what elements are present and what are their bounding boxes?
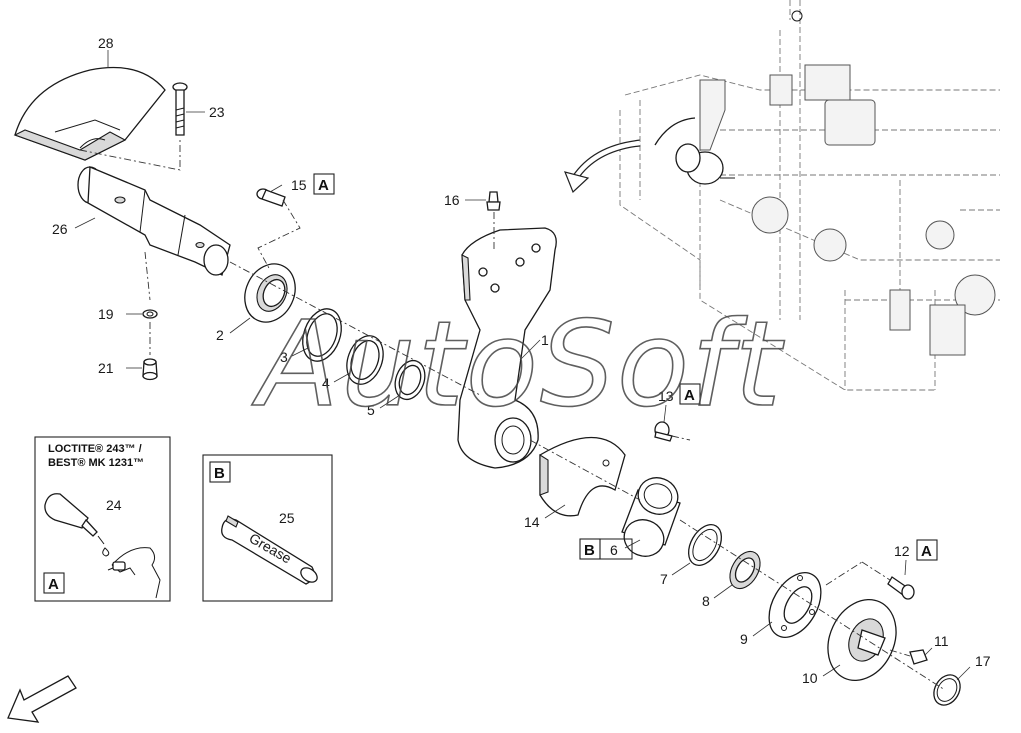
part-9-flange (768, 572, 822, 638)
callout-12: 12 (894, 543, 910, 559)
callout-24: 24 (106, 497, 122, 513)
part-28-guard (13, 66, 166, 161)
marker-a-12: A (916, 539, 938, 561)
callout-11: 11 (934, 633, 949, 649)
callout-17: 17 (975, 653, 991, 669)
callout-26: 26 (52, 221, 68, 237)
part-26-shaft (77, 166, 231, 276)
part-3-ring (302, 308, 342, 362)
svg-text:A: A (318, 177, 329, 194)
part-4-ring (346, 335, 384, 385)
callout-28: 28 (98, 35, 114, 51)
legend-loctite-line1: LOCTITE® 243™ / (48, 443, 142, 455)
callout-8: 8 (702, 593, 710, 609)
callout-7: 7 (660, 571, 668, 587)
marker-b-6: B (579, 538, 633, 560)
part-14-guard (539, 436, 626, 517)
svg-text:A: A (684, 387, 695, 404)
legend-grease-tag: B (214, 465, 225, 482)
callout-13: 13 (658, 388, 674, 404)
part-21-nut (142, 358, 158, 381)
part-17-ring (933, 674, 961, 706)
part-13-bolt (654, 421, 673, 442)
callout-23: 23 (209, 104, 225, 120)
callout-15: 15 (291, 177, 307, 193)
legend-loctite-line2: BEST® MK 1231™ (48, 457, 144, 469)
callout-14: 14 (524, 514, 540, 530)
part-7-washer (687, 524, 723, 566)
part-2-flange (244, 263, 296, 323)
machine-context (619, 0, 1000, 391)
part-23-bolt (172, 82, 188, 136)
callout-21: 21 (98, 360, 114, 376)
part-10-hub (827, 598, 897, 682)
marker-a-13: A (679, 383, 701, 405)
callout-6: 6 (610, 542, 618, 558)
callout-labels: 28 23 26 19 21 2 3 4 5 1 16 15 13 14 6 7… (52, 35, 991, 686)
legend-loctite-tag: A (48, 576, 59, 593)
marker-a-15: A (313, 173, 335, 195)
callout-25: 25 (279, 510, 295, 526)
part-6-bushing (621, 477, 681, 557)
callout-10: 10 (802, 670, 818, 686)
callout-19: 19 (98, 306, 114, 322)
assembly-axes (79, 140, 946, 691)
callout-5: 5 (367, 402, 375, 418)
part-12-bolt (887, 576, 915, 600)
part-11-key (909, 649, 928, 665)
legend-box-grease: B Grease 25 (202, 454, 333, 602)
part-5-ring (394, 359, 426, 401)
part-19-washer (142, 309, 158, 319)
part-16-nipple (486, 191, 501, 211)
orientation-arrow-icon (7, 675, 77, 723)
loctite-bottle-icon (44, 493, 110, 557)
hand-icon (107, 547, 161, 599)
watermark: AutoSoft (251, 295, 785, 433)
callout-3: 3 (280, 349, 288, 365)
callout-2: 2 (216, 327, 224, 343)
curved-arrow-icon (564, 139, 641, 194)
part-15-bolt (256, 188, 286, 207)
svg-text:B: B (584, 542, 595, 559)
svg-text:A: A (921, 543, 932, 560)
callout-9: 9 (740, 631, 748, 647)
callout-16: 16 (444, 192, 460, 208)
part-1-arm (457, 227, 557, 469)
part-8-nut (729, 550, 761, 590)
callout-4: 4 (322, 375, 330, 391)
callout-1: 1 (541, 332, 549, 348)
legend-box-loctite: LOCTITE® 243™ / BEST® MK 1231™ 24 A (34, 436, 171, 602)
